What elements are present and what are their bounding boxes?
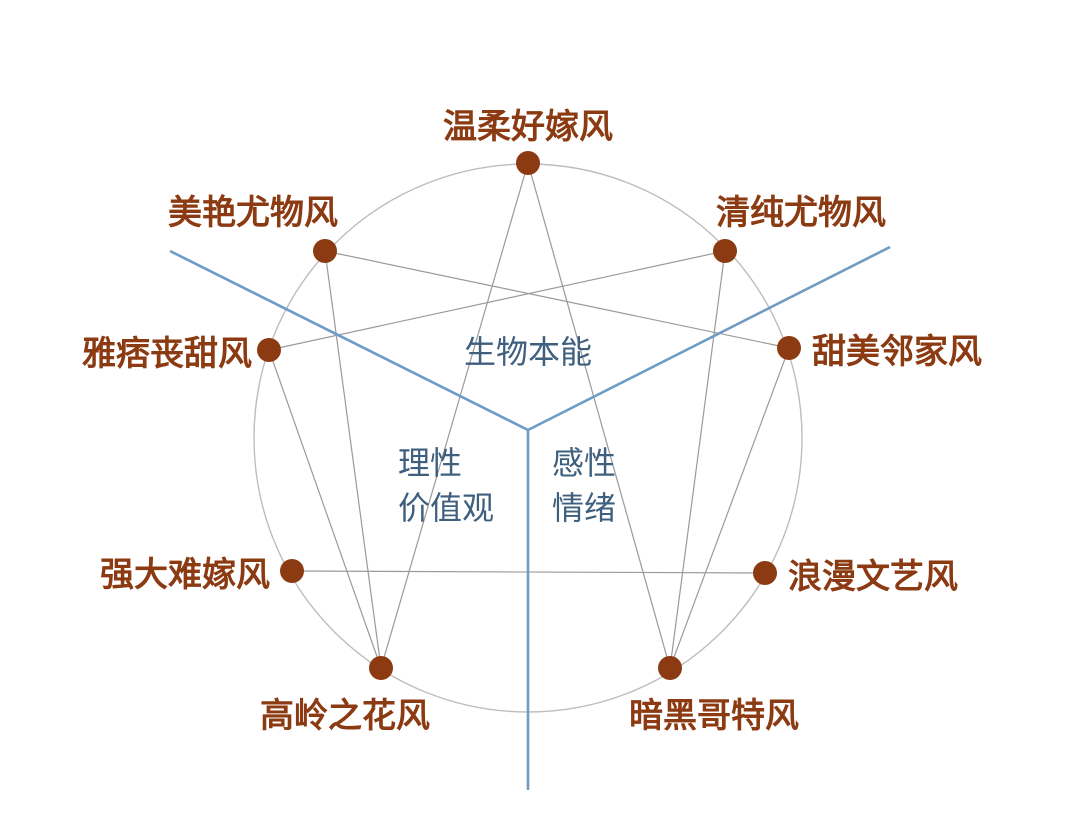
node-label-n6: 高岭之花风 [260,696,430,736]
node-dot-n8 [257,338,281,362]
region-instinct-label: 生物本能 [464,333,592,371]
node-dot-n7 [280,559,304,583]
node-label-n8: 雅痞丧甜风 [82,334,252,374]
region-rational-label-line2: 价值观 [398,489,494,527]
connection-line-n9-n6 [324,250,382,669]
connection-lines [268,162,790,669]
node-label-n5: 暗黑哥特风 [629,696,799,736]
node-label-n7: 强大难嫁风 [100,555,270,595]
node-label-n3: 甜美邻家风 [812,332,982,372]
axis-lines [169,245,891,790]
connection-line-n2-n5 [669,250,726,669]
node-dot-n9 [313,239,337,263]
node-label-n4: 浪漫文艺风 [788,557,958,597]
region-emotional-label-line1: 感性 [552,444,616,482]
node-dot-n6 [369,656,393,680]
connection-line-n8-n2 [268,250,726,351]
node-label-n9: 美艳尤物风 [168,193,338,233]
node-label-n2: 清纯尤物风 [716,193,886,233]
node-dot-n5 [658,656,682,680]
node-dot-n4 [753,561,777,585]
node-dot-n3 [777,336,801,360]
region-emotional-label-line2: 情绪 [552,489,616,527]
connection-line-n9-n3 [324,250,790,349]
axis-line-right [527,245,891,432]
center-regions: 生物本能 理性 价值观 感性 情绪 [398,333,616,527]
connection-line-n1-n5 [527,162,671,669]
connection-line-n3-n5 [669,347,790,669]
node-dot-n1 [516,151,540,175]
region-rational-label-line1: 理性 [398,444,462,482]
connection-line-n8-n6 [268,349,382,669]
connection-line-n1-n6 [380,162,529,669]
axis-line-left [169,249,529,432]
node-dot-n2 [713,239,737,263]
node-label-n1: 温柔好嫁风 [443,107,613,147]
